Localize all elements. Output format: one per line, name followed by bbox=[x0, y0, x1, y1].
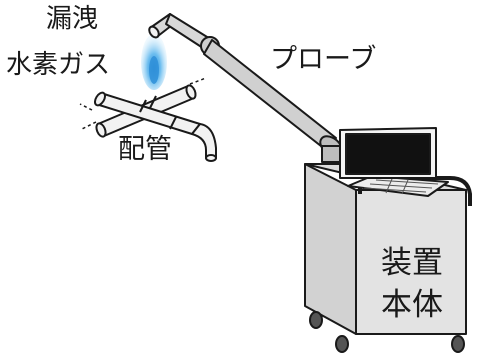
keyboard-icon bbox=[363, 178, 439, 195]
probe-label: プローブ bbox=[270, 44, 377, 75]
wheel-icon bbox=[451, 335, 465, 353]
hydrogen-flame-icon bbox=[141, 34, 167, 90]
hydrogen-gas-label: 水素ガス bbox=[6, 50, 111, 80]
main-unit-cart bbox=[304, 127, 472, 353]
wheel-icon bbox=[335, 335, 349, 353]
leak-label: 漏洩 bbox=[46, 4, 99, 34]
wheel-icon bbox=[309, 311, 323, 329]
main-unit-label-line2: 本体 bbox=[381, 287, 443, 323]
probe-illustration bbox=[148, 13, 343, 163]
laptop-screen bbox=[345, 133, 431, 175]
main-unit-label-line1: 装置 bbox=[381, 245, 443, 281]
piping-label: 配管 bbox=[118, 134, 172, 165]
piping-illustration bbox=[79, 77, 217, 162]
